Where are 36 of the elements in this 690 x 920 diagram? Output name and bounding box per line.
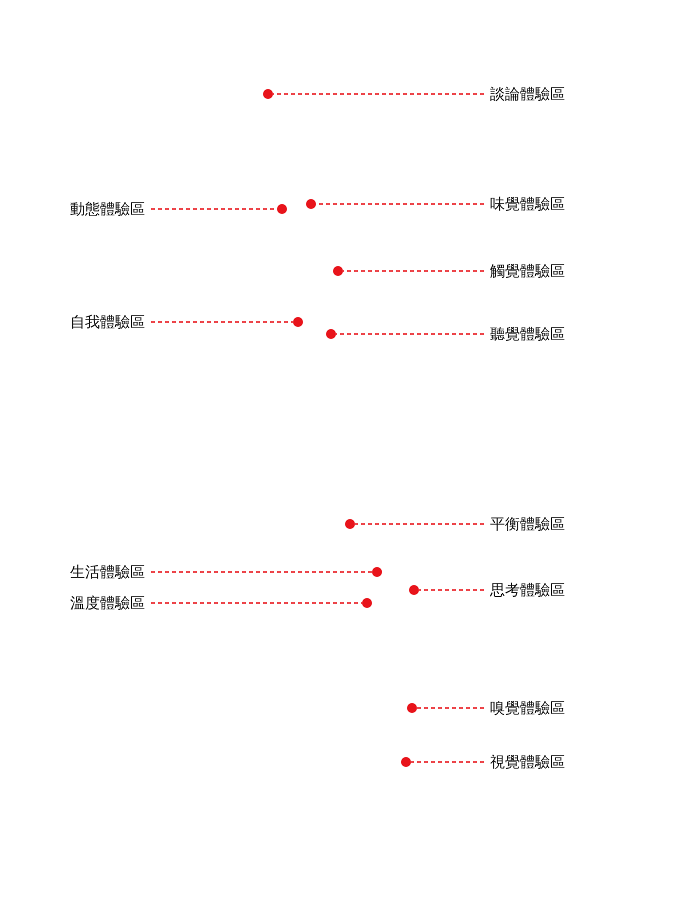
- area-label: 聽覺體驗區: [490, 324, 565, 344]
- area-label: 觸覺體驗區: [490, 261, 565, 281]
- leader-line: [273, 93, 484, 95]
- leader-line: [151, 571, 372, 573]
- area-label: 嗅覺體驗區: [490, 698, 565, 718]
- marker-dot: [345, 519, 355, 529]
- marker-dot: [277, 204, 287, 214]
- leader-line: [316, 203, 484, 205]
- leader-line: [411, 761, 484, 763]
- marker-dot: [409, 585, 419, 595]
- marker-dot: [326, 329, 336, 339]
- leader-line: [151, 321, 293, 323]
- leader-line: [419, 589, 484, 591]
- area-label: 談論體驗區: [490, 84, 565, 104]
- marker-dot: [401, 757, 411, 767]
- area-label: 味覺體驗區: [490, 194, 565, 214]
- marker-dot: [293, 317, 303, 327]
- marker-dot: [362, 598, 372, 608]
- leader-line: [417, 707, 484, 709]
- area-label: 自我體驗區: [70, 312, 145, 332]
- area-label: 生活體驗區: [70, 562, 145, 582]
- leader-line: [336, 333, 484, 335]
- marker-dot: [263, 89, 273, 99]
- marker-dot: [372, 567, 382, 577]
- leader-line: [355, 523, 484, 525]
- area-label: 思考體驗區: [490, 580, 565, 600]
- leader-line: [151, 208, 277, 210]
- marker-dot: [306, 199, 316, 209]
- area-label: 動態體驗區: [70, 199, 145, 219]
- marker-dot: [407, 703, 417, 713]
- leader-line: [343, 270, 484, 272]
- marker-dot: [333, 266, 343, 276]
- area-label: 視覺體驗區: [490, 752, 565, 772]
- area-label: 溫度體驗區: [70, 593, 145, 613]
- leader-line: [151, 602, 362, 604]
- area-label: 平衡體驗區: [490, 514, 565, 534]
